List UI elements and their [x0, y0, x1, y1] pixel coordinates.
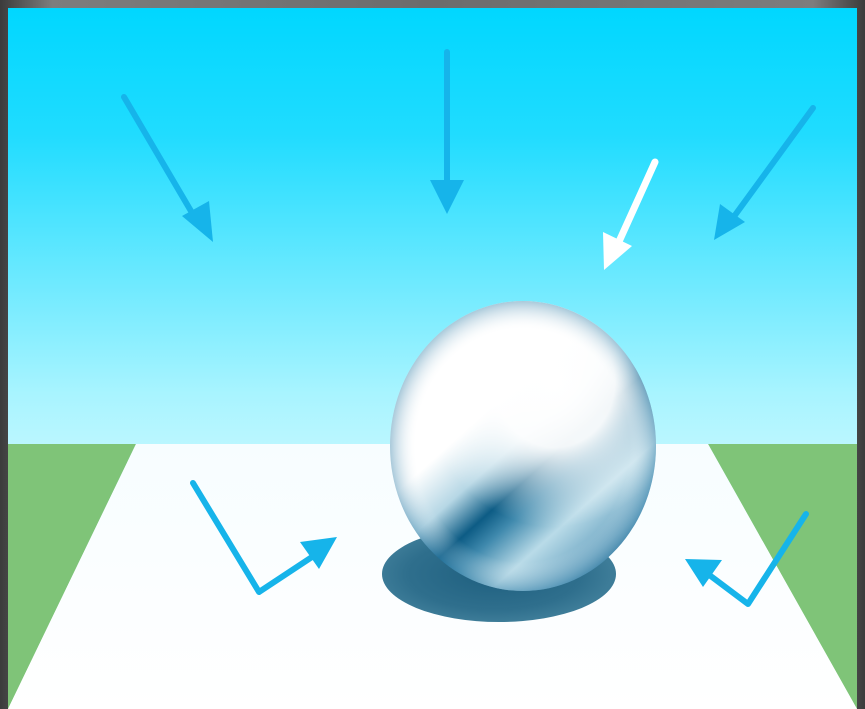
- sphere: [390, 301, 656, 591]
